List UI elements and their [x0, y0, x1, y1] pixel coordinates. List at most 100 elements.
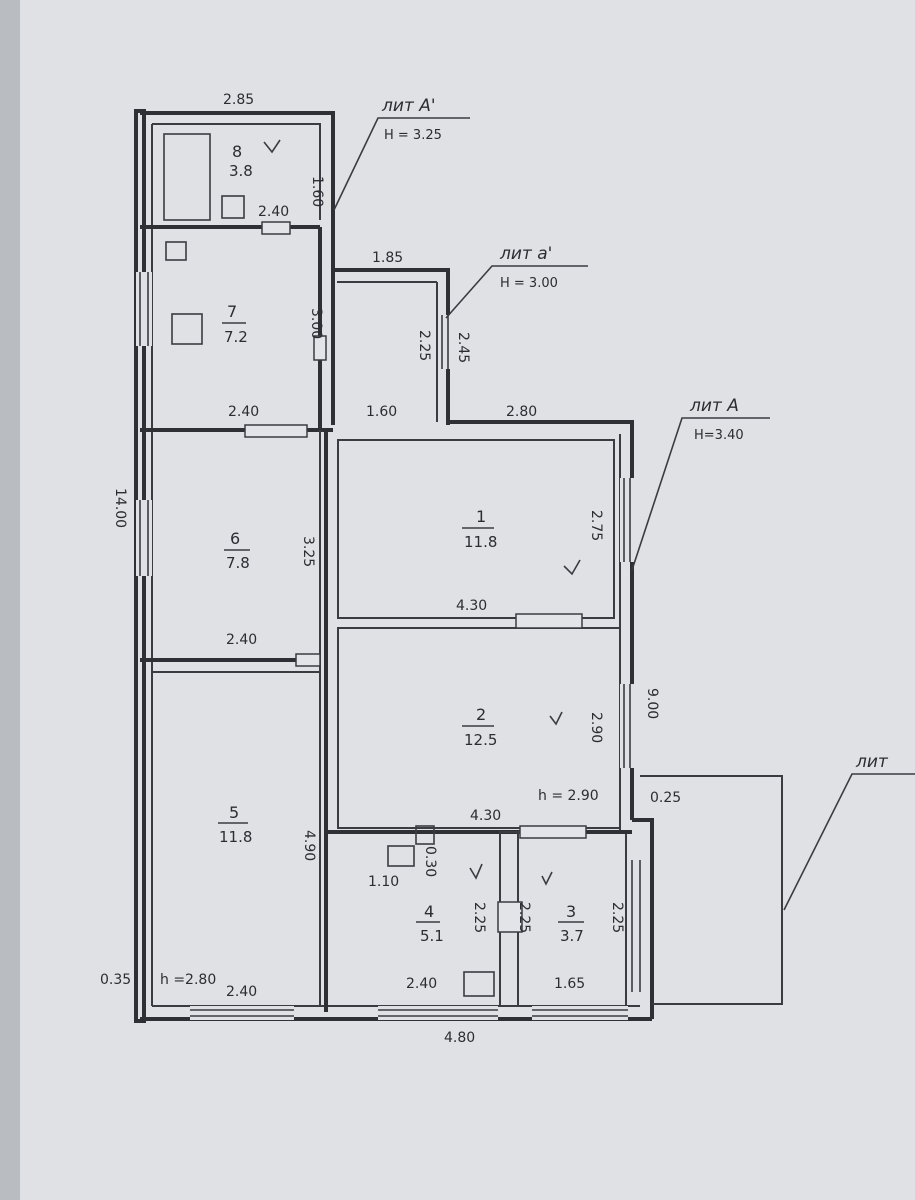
- lit-right-label: лит: [855, 752, 889, 772]
- paper-sheet: [20, 0, 915, 1200]
- check-mark-room1: [563, 559, 581, 576]
- fixture-room7-small: [165, 241, 187, 261]
- dim-bottom-4-80: 4.80: [444, 1030, 475, 1046]
- wall-main-lower-right: [632, 818, 654, 1019]
- room-8-area: 3.8: [229, 162, 253, 180]
- dim-corridor-2-45: 2.45: [455, 332, 471, 363]
- leader-lit-a: [631, 417, 770, 571]
- dim-room2-height: h = 2.90: [538, 788, 599, 804]
- dim-room6-2-40: 2.40: [226, 632, 257, 648]
- window-5-bottom: [190, 1006, 294, 1020]
- dimension-labels: 2.85 1.60 2.40 1.85 3.00 2.25 2.45 2.40 …: [100, 92, 681, 1046]
- dim-left-14-00: 14.00: [112, 488, 128, 528]
- room-4-area: 5.1: [420, 927, 444, 945]
- outer-wall-top-annex: [140, 111, 335, 210]
- check-marks: [263, 139, 581, 886]
- dim-0-30: 0.30: [422, 846, 438, 877]
- dim-room5-height: h =2.80: [160, 972, 216, 988]
- dim-room3-2-25: 2.25: [516, 902, 532, 933]
- check-mark-room8: [263, 139, 281, 154]
- fixture-room4-boiler: [463, 971, 495, 997]
- dim-0-25: 0.25: [650, 790, 681, 806]
- dim-room6-3-25: 3.25: [300, 536, 316, 567]
- leader-lines: [333, 117, 915, 911]
- lit-a1-lower-label: лит а': [499, 244, 552, 264]
- door-8-7: [261, 221, 291, 235]
- room-3-number: 3: [566, 902, 576, 921]
- fixture-room7-stove: [171, 313, 203, 345]
- window-2-right: [620, 684, 634, 768]
- dim-room5-2-40: 2.40: [226, 984, 257, 1000]
- dim-room2-4-30: 4.30: [470, 808, 501, 824]
- room-1-outline: [337, 439, 615, 619]
- window-corridor-right: [438, 315, 452, 369]
- fixture-room4-stove: [387, 845, 415, 867]
- fixture-chimney: [415, 825, 435, 845]
- dim-top-2-80: 2.80: [506, 404, 537, 420]
- window-1-right: [620, 478, 634, 562]
- lit-labels: лит А' Н = 3.25 лит а' Н = 3.00 лит А Н=…: [381, 96, 889, 772]
- lit-a1-lower-height: Н = 3.00: [500, 276, 558, 291]
- door-4-3: [497, 901, 523, 933]
- door-1-2: [515, 613, 583, 629]
- dim-room1-4-30: 4.30: [456, 598, 487, 614]
- fixture-room8-sink: [221, 195, 245, 219]
- dim-room3-1-65: 1.65: [554, 976, 585, 992]
- dim-room7-2-40: 2.40: [228, 404, 259, 420]
- room-2-number: 2: [476, 705, 486, 724]
- dim-room8-1-60: 1.60: [309, 176, 325, 207]
- room-6-number: 6: [230, 529, 240, 548]
- dim-0-35: 0.35: [100, 972, 131, 988]
- window-3-bottom: [532, 1006, 628, 1020]
- room-7-number: 7: [227, 302, 237, 321]
- dim-room4-2-40: 2.40: [406, 976, 437, 992]
- dim-room3-2-25b: 2.25: [609, 902, 625, 933]
- dim-corridor-2-25: 2.25: [416, 330, 432, 361]
- window-3-right: [628, 860, 644, 992]
- dim-room4-2-25: 2.25: [471, 902, 487, 933]
- lit-a-height: Н=3.40: [694, 428, 744, 443]
- wall-annex-a1: [333, 268, 450, 425]
- dim-room1-2-75: 2.75: [588, 510, 604, 541]
- room-2-area: 12.5: [464, 731, 497, 749]
- door-2-3: [519, 825, 587, 839]
- dim-right-9-00: 9.00: [644, 688, 660, 719]
- room-7-area: 7.2: [224, 328, 248, 346]
- check-mark-room2: [549, 711, 563, 726]
- room-8-number: 8: [232, 142, 242, 161]
- room-6-area: 7.8: [226, 554, 250, 572]
- lit-a1-upper-label: лит А': [381, 96, 436, 116]
- dim-1-10: 1.10: [368, 874, 399, 890]
- room-5-area: 11.8: [219, 828, 252, 846]
- room-3-area: 3.7: [560, 927, 584, 945]
- dim-top-1-85: 1.85: [372, 250, 403, 266]
- dim-mid-1-60: 1.60: [366, 404, 397, 420]
- dim-top-2-85: 2.85: [223, 92, 254, 108]
- lit-a1-upper-height: Н = 3.25: [384, 128, 442, 143]
- fixtures: [163, 133, 495, 997]
- door-7-6: [244, 424, 308, 438]
- leader-lit-a1-lower: [445, 265, 588, 319]
- wall-right-annex: [640, 775, 783, 1005]
- doors: [244, 221, 587, 933]
- room-1-number: 1: [476, 507, 486, 526]
- room-4-number: 4: [424, 902, 434, 921]
- leader-lit-right: [783, 773, 915, 911]
- fixture-room8-tank: [163, 133, 211, 221]
- window-7-left: [136, 272, 152, 346]
- dim-room7-3-00: 3.00: [308, 308, 324, 339]
- leader-lit-a1-upper: [333, 117, 470, 211]
- check-mark-room4: [469, 863, 483, 880]
- room-1-area: 11.8: [464, 533, 497, 551]
- door-6-5: [295, 653, 321, 667]
- check-mark-room3: [541, 871, 553, 886]
- window-4-bottom: [378, 1006, 498, 1020]
- lit-a-label: лит А: [689, 396, 739, 416]
- room-5-number: 5: [229, 803, 239, 822]
- windows: [136, 272, 644, 1020]
- window-6-left: [136, 500, 152, 576]
- inner-wall-top: [152, 123, 321, 220]
- door-7-corridor: [313, 335, 327, 361]
